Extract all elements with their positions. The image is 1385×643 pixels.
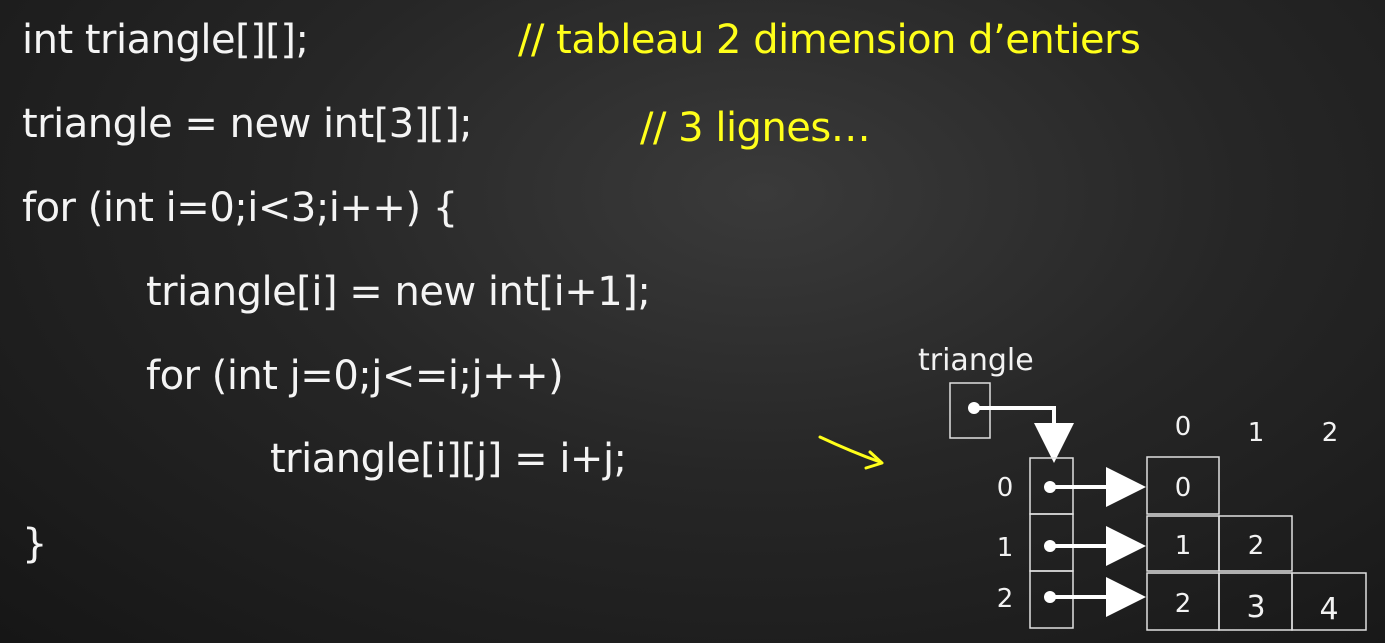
cell-value-1-0: 1 xyxy=(1175,531,1192,561)
variable-label: triangle xyxy=(918,343,1034,378)
yellow-pointer-arrow xyxy=(818,435,884,470)
row-pointer-0 xyxy=(1044,467,1146,507)
code-line-5: for (int j=0;j<=i;j++) xyxy=(146,353,564,399)
cell-value-2-1: 3 xyxy=(1246,590,1265,625)
variable-box xyxy=(949,382,991,439)
code-line-3: for (int i=0;i<3;i++) { xyxy=(22,185,458,231)
row-reference-cell-2 xyxy=(1029,570,1074,629)
code-line-2: triangle = new int[3][]; xyxy=(22,101,473,147)
row-pointer-1 xyxy=(1044,526,1146,566)
cell-value-0-0: 0 xyxy=(1175,473,1192,503)
code-line-7: } xyxy=(22,521,47,567)
cell-0-0 xyxy=(1146,456,1220,515)
row-index-2: 2 xyxy=(997,584,1014,614)
code-comment-2: // 3 lignes… xyxy=(640,105,871,151)
column-index-1: 1 xyxy=(1248,418,1265,448)
cell-2-2 xyxy=(1291,572,1367,631)
code-comment-1: // tableau 2 dimension d’entiers xyxy=(518,17,1141,63)
variable-reference-arrow xyxy=(974,406,1074,463)
row-index-0: 0 xyxy=(997,473,1014,503)
column-index-2: 2 xyxy=(1322,418,1339,448)
cell-value-1-1: 2 xyxy=(1248,531,1265,561)
code-line-1: int triangle[][]; xyxy=(22,17,309,63)
cell-1-1 xyxy=(1218,515,1293,572)
column-index-0: 0 xyxy=(1175,412,1192,442)
code-line-6: triangle[i][j] = i+j; xyxy=(270,436,627,482)
row-index-1: 1 xyxy=(997,533,1014,563)
cell-value-2-0: 2 xyxy=(1175,589,1192,619)
code-line-4: triangle[i] = new int[i+1]; xyxy=(146,269,651,315)
row-pointer-2 xyxy=(1044,577,1146,617)
cell-value-2-2: 4 xyxy=(1319,592,1338,627)
